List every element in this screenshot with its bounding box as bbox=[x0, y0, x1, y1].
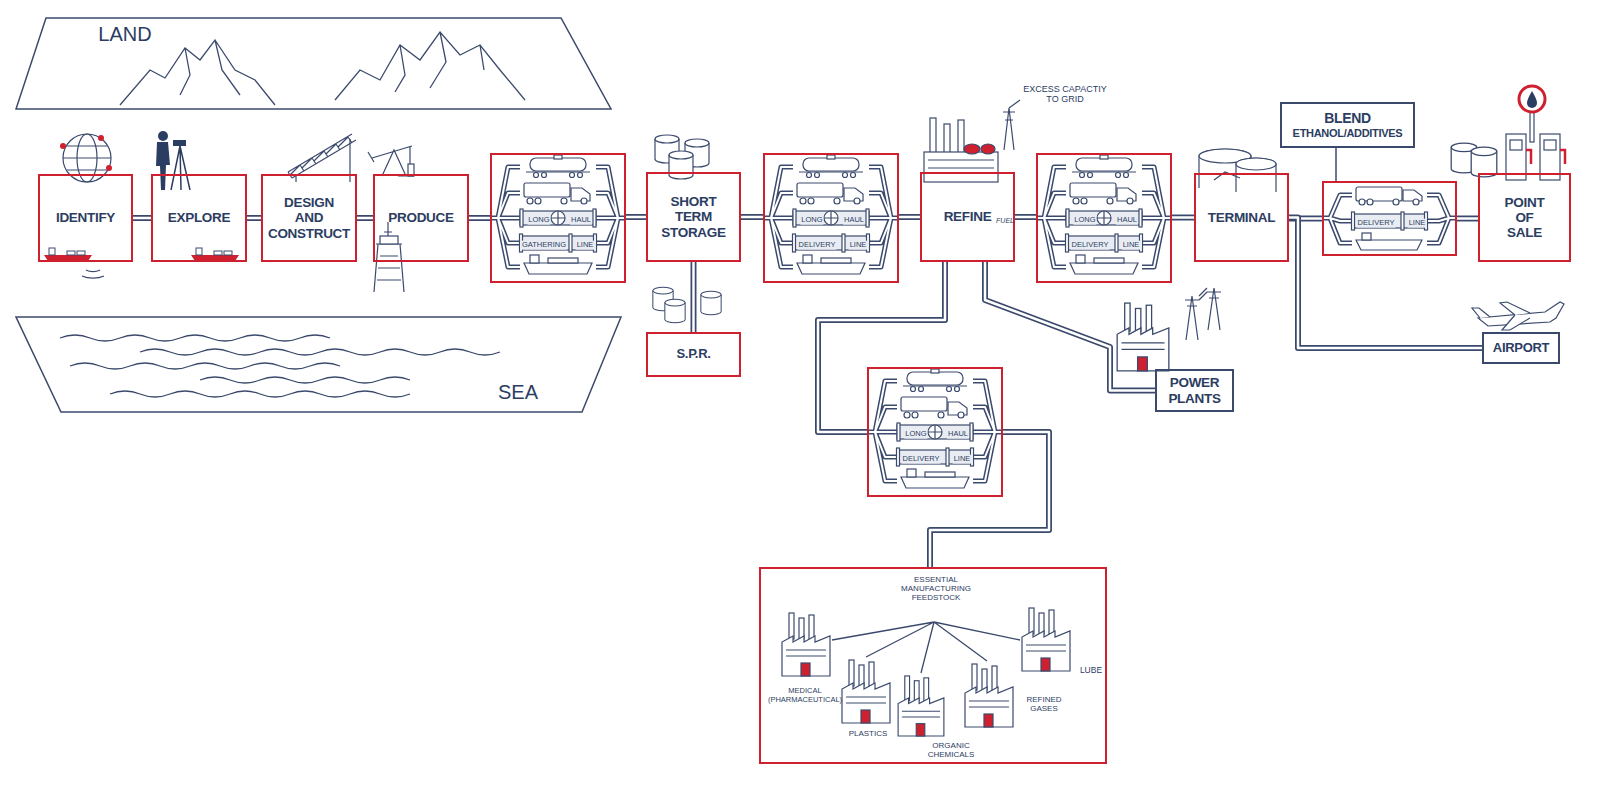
manufacturing-box: ESSENTIAL MANUFACTURING FEEDSTOCK MEDICAL… bbox=[759, 567, 1107, 764]
node-label: HAUL bbox=[843, 216, 865, 225]
box-title: S.P.R. bbox=[676, 347, 710, 362]
power-plant-box: POWER PLANTS bbox=[1155, 369, 1234, 412]
pipeline-connector bbox=[133, 218, 151, 219]
box-title: AIRPORT bbox=[1493, 341, 1549, 356]
transport-box: LONG HAUL GATHERING LINE bbox=[490, 153, 626, 283]
process-box: EXPLORE bbox=[151, 174, 247, 262]
node-label: SEA bbox=[498, 381, 538, 404]
pipeline-connector bbox=[247, 218, 261, 219]
blend-box: BLENDETHANOL/ADDITIVES bbox=[1280, 102, 1415, 148]
node-label: LONG bbox=[1073, 216, 1096, 225]
node-label: LINE bbox=[1408, 219, 1427, 228]
node-label: DELIVERY bbox=[798, 241, 837, 250]
box-title: BLEND bbox=[1324, 111, 1371, 127]
box-title: SHORT TERM STORAGE bbox=[651, 194, 736, 239]
node-label: GATHERING bbox=[521, 241, 567, 250]
node-label: DELIVERY bbox=[1071, 241, 1110, 250]
node-label: LINE bbox=[1122, 241, 1141, 250]
reserve-box: S.P.R. bbox=[646, 332, 741, 377]
node-label: HAUL bbox=[947, 430, 969, 439]
box-title: DESIGN AND CONSTRUCT bbox=[266, 195, 352, 240]
box-title: POINT OF SALE bbox=[1483, 195, 1566, 240]
node-label: ORGANIC CHEMICALS bbox=[923, 741, 979, 759]
process-box: DESIGN AND CONSTRUCT bbox=[261, 174, 357, 262]
node-label: LONG bbox=[800, 216, 823, 225]
pipeline-connector bbox=[626, 217, 646, 218]
pipeline-connector bbox=[899, 217, 920, 218]
node-label: ESSENTIAL MANUFACTURING FEEDSTOCK bbox=[880, 575, 992, 603]
node-label: REFINED GASES bbox=[1018, 695, 1070, 713]
terminal-box: TERMINAL bbox=[1194, 173, 1289, 262]
node-label: LINE bbox=[576, 241, 595, 250]
node-label: PLASTICS bbox=[843, 729, 893, 738]
pipeline-connector bbox=[357, 218, 373, 219]
pipeline-connector bbox=[1015, 217, 1036, 218]
grid-note: EXCESS CAPACTIY TO GRID bbox=[1022, 84, 1108, 105]
pipeline-connector bbox=[1289, 218, 1482, 349]
pipeline-connector bbox=[1457, 218, 1478, 219]
process-box: IDENTIFY bbox=[38, 174, 133, 262]
storage-box: SHORT TERM STORAGE bbox=[646, 172, 741, 262]
node-label: MEDICAL (PHARMACEUTICAL) bbox=[767, 687, 843, 704]
pipeline-connector bbox=[693, 262, 694, 332]
node-label: LONG bbox=[527, 216, 550, 225]
node-label: DELIVERY bbox=[902, 455, 941, 464]
pipeline-connector bbox=[741, 217, 763, 218]
transport-box: LONG HAUL DELIVERY LINE bbox=[867, 367, 1003, 497]
node-label: LUBE bbox=[1080, 666, 1102, 676]
node-label: LINE bbox=[953, 455, 972, 464]
transport-box: LONG HAUL DELIVERY LINE bbox=[763, 153, 899, 283]
sale-box: POINT OF SALE bbox=[1478, 173, 1571, 262]
node-label: HAUL bbox=[1116, 216, 1138, 225]
pipeline-connector bbox=[469, 218, 490, 219]
node-label: LAND bbox=[98, 23, 151, 46]
box-title: EXPLORE bbox=[168, 210, 230, 225]
pipeline-connector bbox=[1172, 217, 1194, 218]
box-title: IDENTIFY bbox=[56, 210, 115, 225]
node-label: LONG bbox=[904, 430, 927, 439]
box-title: TERMINAL bbox=[1208, 210, 1275, 225]
land-region: LAND bbox=[15, 17, 612, 110]
sea-region: SEA bbox=[15, 316, 622, 413]
airport-box: AIRPORT bbox=[1482, 332, 1560, 364]
transport-box: DELIVERY LINE bbox=[1322, 181, 1457, 256]
transport-box: LONG HAUL DELIVERY LINE bbox=[1036, 153, 1172, 283]
leader-line bbox=[1336, 148, 1337, 181]
pipeline-connector bbox=[818, 262, 945, 432]
box-subtitle: ETHANOL/ADDITIVES bbox=[1293, 127, 1403, 139]
flow-label: FUEL bbox=[996, 217, 1014, 225]
node-label: HAUL bbox=[570, 216, 592, 225]
pipeline-connector bbox=[930, 432, 1049, 567]
box-title: POWER PLANTS bbox=[1160, 375, 1229, 405]
process-box: PRODUCE bbox=[373, 174, 469, 262]
node-label: DELIVERY bbox=[1357, 219, 1396, 228]
node-label: LINE bbox=[849, 241, 868, 250]
box-title: REFINE bbox=[944, 209, 992, 224]
box-title: PRODUCE bbox=[388, 210, 453, 225]
